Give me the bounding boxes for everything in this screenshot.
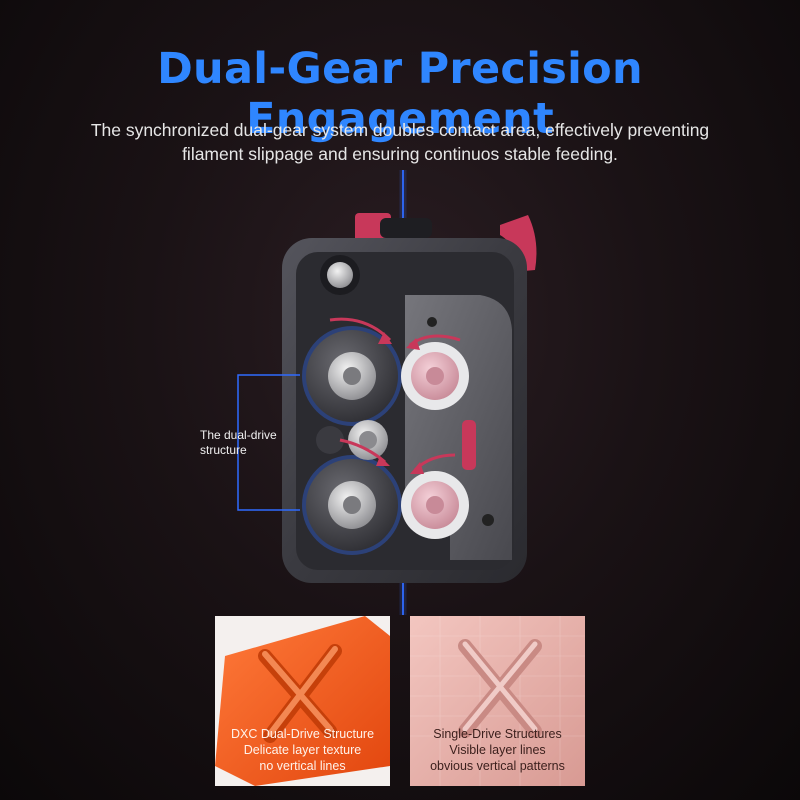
page-title: Dual-Gear Precision Engagement (157, 44, 643, 144)
subtitle-line-1: The synchronized dual-gear system double… (90, 120, 710, 140)
caption-line-2: Visible layer lines (449, 743, 546, 757)
dual-drive-callout: The dual-drive structure (200, 428, 320, 458)
callout-line-2: structure (200, 443, 247, 457)
layer-sample-x-icon (215, 616, 390, 786)
layer-sample-x-icon (410, 616, 585, 786)
caption-line-2: Delicate layer texture (243, 743, 362, 757)
caption-title: DXC Dual-Drive Structure (230, 727, 375, 741)
caption-line-3: obvious vertical patterns (430, 759, 565, 773)
dual-drive-caption: DXC Dual-Drive Structure Delicate layer … (215, 726, 390, 774)
subtitle-line-2: filament slippage and ensuring continuos… (182, 144, 618, 164)
page-subtitle: The synchronized dual-gear system double… (60, 118, 740, 166)
caption-title: Single-Drive Structures (433, 727, 562, 741)
single-drive-sample-card: Single-Drive Structures Visible layer li… (410, 616, 585, 786)
caption-line-3: no vertical lines (259, 759, 346, 773)
callout-line-1: The dual-drive (200, 428, 277, 442)
single-drive-caption: Single-Drive Structures Visible layer li… (410, 726, 585, 774)
dual-drive-sample-card: DXC Dual-Drive Structure Delicate layer … (215, 616, 390, 786)
gear-icon (302, 326, 402, 426)
